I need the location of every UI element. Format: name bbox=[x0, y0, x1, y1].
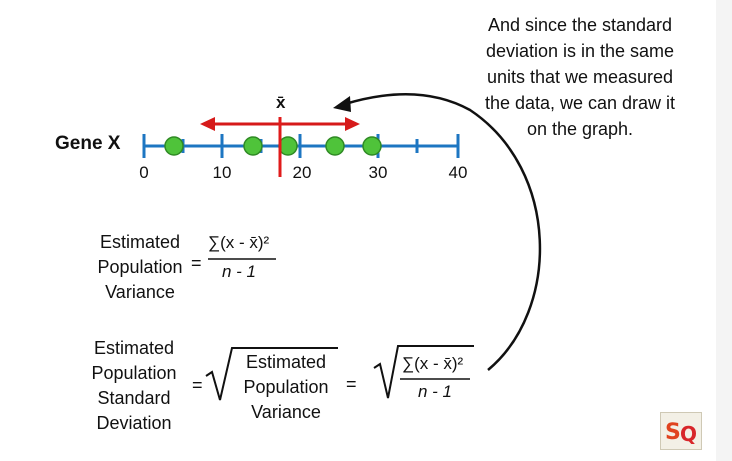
data-point bbox=[325, 136, 345, 156]
gene-label: Gene X bbox=[55, 133, 121, 154]
tick-label-30: 30 bbox=[368, 163, 388, 182]
variance-numerator: ∑(x - x̄)² bbox=[208, 233, 270, 252]
svg-text:Q: Q bbox=[680, 422, 697, 446]
sqrt-sign-1 bbox=[205, 347, 338, 401]
mean-symbol: x̄ bbox=[276, 93, 286, 112]
data-point bbox=[362, 136, 382, 156]
statquest-logo-icon: S Q bbox=[660, 412, 702, 450]
variance-denominator: n - 1 bbox=[222, 262, 257, 281]
sd-equals: = bbox=[192, 375, 203, 395]
caption-line: on the graph. bbox=[526, 119, 634, 139]
tick-label-20: 20 bbox=[292, 163, 312, 182]
curved-arrow bbox=[344, 93, 542, 371]
sqrt-sign-2 bbox=[373, 345, 474, 399]
data-point bbox=[278, 136, 298, 156]
sd-label: Estimated Population Standard Deviation bbox=[91, 338, 177, 433]
data-point bbox=[164, 136, 184, 156]
data-point bbox=[243, 136, 263, 156]
sd-sqrt-content: Estimated Population Variance bbox=[243, 352, 329, 422]
caption-line: deviation is in the same bbox=[485, 41, 675, 61]
tick-label-40: 40 bbox=[448, 163, 468, 182]
svg-text:S: S bbox=[665, 420, 681, 445]
curved-arrow-head bbox=[333, 96, 351, 112]
data-points bbox=[164, 136, 382, 156]
sd-denominator: n - 1 bbox=[418, 382, 453, 401]
caption: And since the standard deviation is in t… bbox=[462, 12, 698, 142]
caption-line: units that we measured bbox=[486, 67, 674, 87]
scrollbar[interactable] bbox=[716, 0, 732, 461]
sd-numerator: ∑(x - x̄)² bbox=[402, 354, 464, 373]
caption-line: the data, we can draw it bbox=[484, 93, 676, 113]
tick-label-10: 10 bbox=[212, 163, 232, 182]
variance-equals: = bbox=[191, 253, 202, 273]
tick-label-0: 0 bbox=[139, 163, 149, 182]
caption-line: And since the standard bbox=[487, 15, 673, 35]
sd-equals-2: = bbox=[346, 374, 357, 394]
variance-label: Estimated Population Variance bbox=[97, 232, 183, 302]
